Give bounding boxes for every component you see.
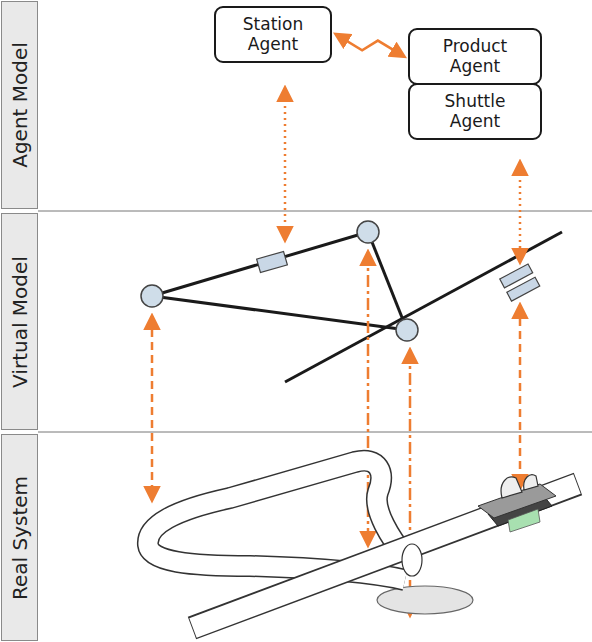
band-separator — [38, 211, 592, 212]
shuttle — [478, 475, 556, 532]
message-link — [336, 34, 404, 56]
station-element — [257, 251, 288, 272]
turntable — [377, 586, 473, 614]
layer-label: Agent Model — [1, 1, 38, 209]
agent-box: Shuttle Agent — [408, 83, 542, 140]
layer-title: Real System — [8, 475, 32, 599]
straight-track — [192, 484, 578, 628]
graph-node — [141, 221, 418, 341]
layer-title: Virtual Model — [8, 256, 32, 388]
layer-label: Virtual Model — [1, 213, 38, 430]
band-separator — [38, 432, 592, 433]
layer-label: Real System — [1, 434, 38, 641]
agent-box: Product Agent — [408, 28, 542, 85]
virtual-graph — [152, 232, 562, 382]
shuttle-element — [500, 264, 540, 301]
agent-name: Station Agent — [226, 14, 320, 55]
agent-name: Shuttle Agent — [420, 91, 530, 132]
agent-box: Station Agent — [214, 6, 332, 63]
agent-name: Product Agent — [420, 36, 530, 77]
layer-title: Agent Model — [8, 42, 32, 168]
